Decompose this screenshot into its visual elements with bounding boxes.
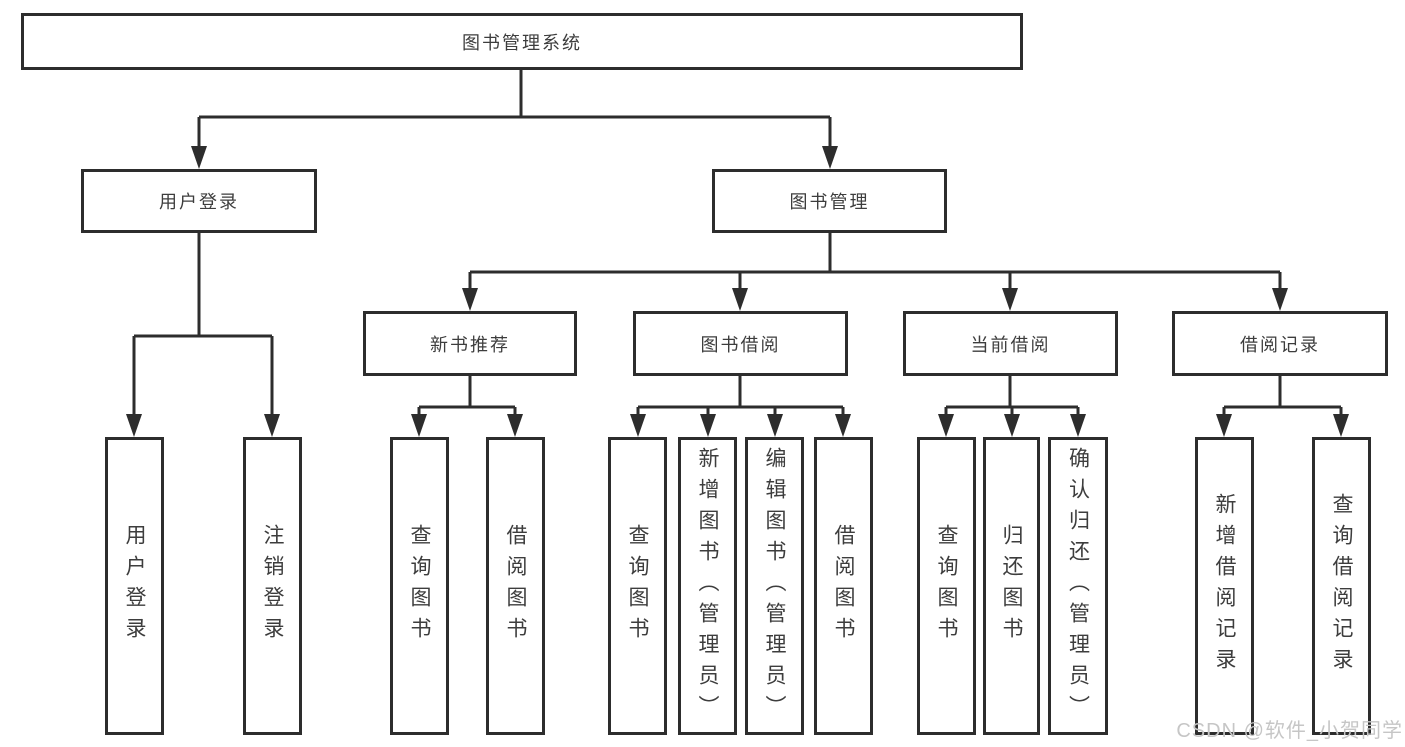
node-current-borrow: 当前借阅 <box>903 311 1118 376</box>
node-new-book-recommend: 新书推荐 <box>363 311 577 376</box>
leaf-label: 新增借阅记录 <box>1213 493 1236 679</box>
node-label: 借阅记录 <box>1240 334 1320 355</box>
arrow-icon <box>1002 288 1018 311</box>
leaf-label: 查询图书 <box>935 524 958 648</box>
node-library-management-system: 图书管理系统 <box>21 13 1023 70</box>
arrow-icon <box>700 414 716 437</box>
leaf-add-books-admin: 新增图书（管理员） <box>678 437 737 735</box>
arrow-icon <box>1004 414 1020 437</box>
node-label: 当前借阅 <box>970 334 1051 355</box>
leaf-label: 用户登录 <box>123 524 146 648</box>
leaf-edit-books-admin: 编辑图书（管理员） <box>745 437 804 735</box>
arrowheads <box>126 146 1349 437</box>
csdn-watermark: CSDN @软件_小贺同学 <box>1176 720 1403 742</box>
leaf-return-books: 归还图书 <box>983 437 1040 735</box>
arrow-icon <box>411 414 427 437</box>
edge-current-branch <box>944 376 1080 416</box>
leaf-label: 借阅图书 <box>832 524 855 648</box>
arrow-icon <box>767 414 783 437</box>
arrow-icon <box>1333 414 1349 437</box>
leaf-query-books-current: 查询图书 <box>917 437 976 735</box>
leaf-borrow-books: 借阅图书 <box>814 437 873 735</box>
arrow-icon <box>126 414 142 437</box>
arrow-icon <box>938 414 954 437</box>
arrow-icon <box>1216 414 1232 437</box>
edge-book-mgmt-branch <box>468 233 1282 290</box>
node-user-login: 用户登录 <box>81 169 317 233</box>
node-label: 新书推荐 <box>430 334 510 355</box>
leaf-label: 查询图书 <box>408 524 431 648</box>
edge-borrow-branch <box>636 376 845 416</box>
arrow-icon <box>1272 288 1288 311</box>
leaf-add-borrow-record: 新增借阅记录 <box>1195 437 1254 735</box>
node-book-borrow: 图书借阅 <box>633 311 848 376</box>
node-book-management: 图书管理 <box>712 169 947 233</box>
leaf-label: 查询图书 <box>626 524 649 648</box>
edge-new-book-branch <box>417 376 517 416</box>
leaf-label: 编辑图书（管理员） <box>763 446 786 726</box>
arrow-icon <box>835 414 851 437</box>
arrow-icon <box>462 288 478 311</box>
edge-records-branch <box>1222 376 1343 416</box>
leaf-label: 借阅图书 <box>504 524 527 648</box>
edge-user-login-branch <box>132 233 274 416</box>
leaf-query-borrow-record: 查询借阅记录 <box>1312 437 1371 735</box>
leaf-user-login: 用户登录 <box>105 437 164 735</box>
leaf-label: 新增图书（管理员） <box>696 446 719 726</box>
arrow-icon <box>630 414 646 437</box>
leaf-query-books-recommend: 查询图书 <box>390 437 449 735</box>
leaf-label: 注销登录 <box>261 524 284 648</box>
arrow-icon <box>191 146 207 169</box>
node-label: 图书借阅 <box>700 334 781 355</box>
arrow-icon <box>264 414 280 437</box>
leaf-label: 查询借阅记录 <box>1330 493 1353 679</box>
node-label: 图书管理 <box>789 192 870 212</box>
leaf-label: 归还图书 <box>1000 524 1023 648</box>
node-label: 图书管理系统 <box>462 32 582 53</box>
leaf-confirm-return-admin: 确认归还（管理员） <box>1048 437 1108 735</box>
arrow-icon <box>732 288 748 311</box>
arrow-icon <box>1070 414 1086 437</box>
node-label: 用户登录 <box>159 192 239 212</box>
edge-root-to-level2 <box>197 70 832 148</box>
arrow-icon <box>822 146 838 169</box>
leaf-logout: 注销登录 <box>243 437 302 735</box>
node-borrow-records: 借阅记录 <box>1172 311 1388 376</box>
arrow-icon <box>507 414 523 437</box>
leaf-query-books-borrow: 查询图书 <box>608 437 667 735</box>
leaf-borrow-books-recommend: 借阅图书 <box>486 437 545 735</box>
leaf-label: 确认归还（管理员） <box>1066 446 1090 726</box>
